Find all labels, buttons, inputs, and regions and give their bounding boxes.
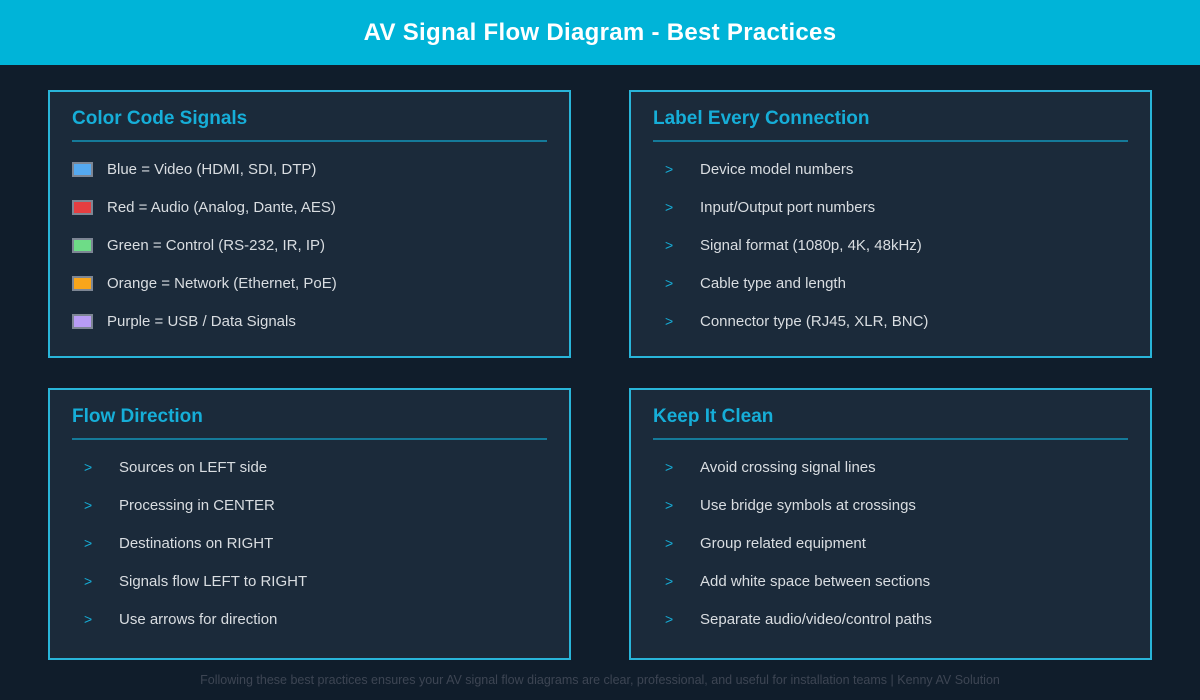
chevron-bullet-icon: > xyxy=(84,459,93,475)
list-item: > Signals flow LEFT to RIGHT xyxy=(72,562,547,600)
bullet-list: > Device model numbers > Input/Output po… xyxy=(653,150,1128,340)
legend-item: Purple = USB / Data Signals xyxy=(72,302,547,340)
legend-item-label: Blue = Video (HDMI, SDI, DTP) xyxy=(107,160,317,178)
chevron-bullet-icon: > xyxy=(665,573,674,589)
list-item-label: Use bridge symbols at crossings xyxy=(700,496,916,514)
list-item: > Device model numbers xyxy=(653,150,1128,188)
header-bar: AV Signal Flow Diagram - Best Practices xyxy=(0,0,1200,65)
legend-item: Orange = Network (Ethernet, PoE) xyxy=(72,264,547,302)
chevron-bullet-icon: > xyxy=(665,199,674,215)
list-item-label: Use arrows for direction xyxy=(119,610,278,628)
list-item: > Group related equipment xyxy=(653,524,1128,562)
list-item: > Avoid crossing signal lines xyxy=(653,448,1128,486)
color-swatch-purple xyxy=(72,313,93,329)
panel-grid: Color Code Signals Blue = Video (HDMI, S… xyxy=(48,90,1152,660)
panel-flow-direction: Flow Direction > Sources on LEFT side > … xyxy=(48,388,571,660)
bullet-list: > Avoid crossing signal lines > Use brid… xyxy=(653,448,1128,638)
list-item: > Add white space between sections xyxy=(653,562,1128,600)
chevron-bullet-icon: > xyxy=(84,611,93,627)
list-item: > Cable type and length xyxy=(653,264,1128,302)
list-item: > Input/Output port numbers xyxy=(653,188,1128,226)
color-swatch-green xyxy=(72,237,93,253)
chevron-bullet-icon: > xyxy=(84,573,93,589)
chevron-bullet-icon: > xyxy=(84,497,93,513)
list-item-label: Separate audio/video/control paths xyxy=(700,610,932,628)
color-swatch-orange xyxy=(72,275,93,291)
color-swatch-red xyxy=(72,199,93,215)
panel-color-code-signals: Color Code Signals Blue = Video (HDMI, S… xyxy=(48,90,571,358)
list-item-label: Input/Output port numbers xyxy=(700,198,876,216)
legend-item-label: Purple = USB / Data Signals xyxy=(107,312,296,330)
legend-item: Red = Audio (Analog, Dante, AES) xyxy=(72,188,547,226)
chevron-bullet-icon: > xyxy=(665,611,674,627)
list-item-label: Device model numbers xyxy=(700,160,854,178)
list-item-label: Processing in CENTER xyxy=(119,496,275,514)
title-divider xyxy=(72,140,547,142)
legend-item-label: Green = Control (RS-232, IR, IP) xyxy=(107,236,325,254)
list-item-label: Sources on LEFT side xyxy=(119,458,268,476)
footer-note: Following these best practices ensures y… xyxy=(200,673,1000,687)
list-item: > Use arrows for direction xyxy=(72,600,547,638)
panel-label-every-connection: Label Every Connection > Device model nu… xyxy=(629,90,1152,358)
list-item: > Connector type (RJ45, XLR, BNC) xyxy=(653,302,1128,340)
chevron-bullet-icon: > xyxy=(665,237,674,253)
list-item: > Sources on LEFT side xyxy=(72,448,547,486)
list-item-label: Destinations on RIGHT xyxy=(119,534,274,552)
list-item-label: Signals flow LEFT to RIGHT xyxy=(119,572,308,590)
panel-title: Color Code Signals xyxy=(72,108,248,129)
panel-title: Keep It Clean xyxy=(653,406,774,427)
list-item: > Signal format (1080p, 4K, 48kHz) xyxy=(653,226,1128,264)
panel-title: Flow Direction xyxy=(72,406,203,427)
panel-title: Label Every Connection xyxy=(653,108,870,129)
list-item-label: Cable type and length xyxy=(700,274,846,292)
title-divider xyxy=(653,140,1128,142)
chevron-bullet-icon: > xyxy=(665,275,674,291)
page-title: AV Signal Flow Diagram - Best Practices xyxy=(363,18,837,46)
list-item-label: Avoid crossing signal lines xyxy=(700,458,876,476)
legend-item: Blue = Video (HDMI, SDI, DTP) xyxy=(72,150,547,188)
chevron-bullet-icon: > xyxy=(84,535,93,551)
legend-item-label: Red = Audio (Analog, Dante, AES) xyxy=(107,198,336,216)
list-item-label: Connector type (RJ45, XLR, BNC) xyxy=(700,312,929,330)
chevron-bullet-icon: > xyxy=(665,313,674,329)
legend-list: Blue = Video (HDMI, SDI, DTP) Red = Audi… xyxy=(72,150,547,340)
list-item-label: Add white space between sections xyxy=(700,572,931,590)
list-item-label: Signal format (1080p, 4K, 48kHz) xyxy=(700,236,922,254)
title-divider xyxy=(653,438,1128,440)
list-item: > Separate audio/video/control paths xyxy=(653,600,1128,638)
list-item: > Use bridge symbols at crossings xyxy=(653,486,1128,524)
list-item-label: Group related equipment xyxy=(700,534,866,552)
panel-keep-it-clean: Keep It Clean > Avoid crossing signal li… xyxy=(629,388,1152,660)
chevron-bullet-icon: > xyxy=(665,497,674,513)
chevron-bullet-icon: > xyxy=(665,535,674,551)
legend-item-label: Orange = Network (Ethernet, PoE) xyxy=(107,274,337,292)
color-swatch-blue xyxy=(72,161,93,177)
chevron-bullet-icon: > xyxy=(665,459,674,475)
title-divider xyxy=(72,438,547,440)
legend-item: Green = Control (RS-232, IR, IP) xyxy=(72,226,547,264)
bullet-list: > Sources on LEFT side > Processing in C… xyxy=(72,448,547,638)
list-item: > Destinations on RIGHT xyxy=(72,524,547,562)
chevron-bullet-icon: > xyxy=(665,161,674,177)
list-item: > Processing in CENTER xyxy=(72,486,547,524)
